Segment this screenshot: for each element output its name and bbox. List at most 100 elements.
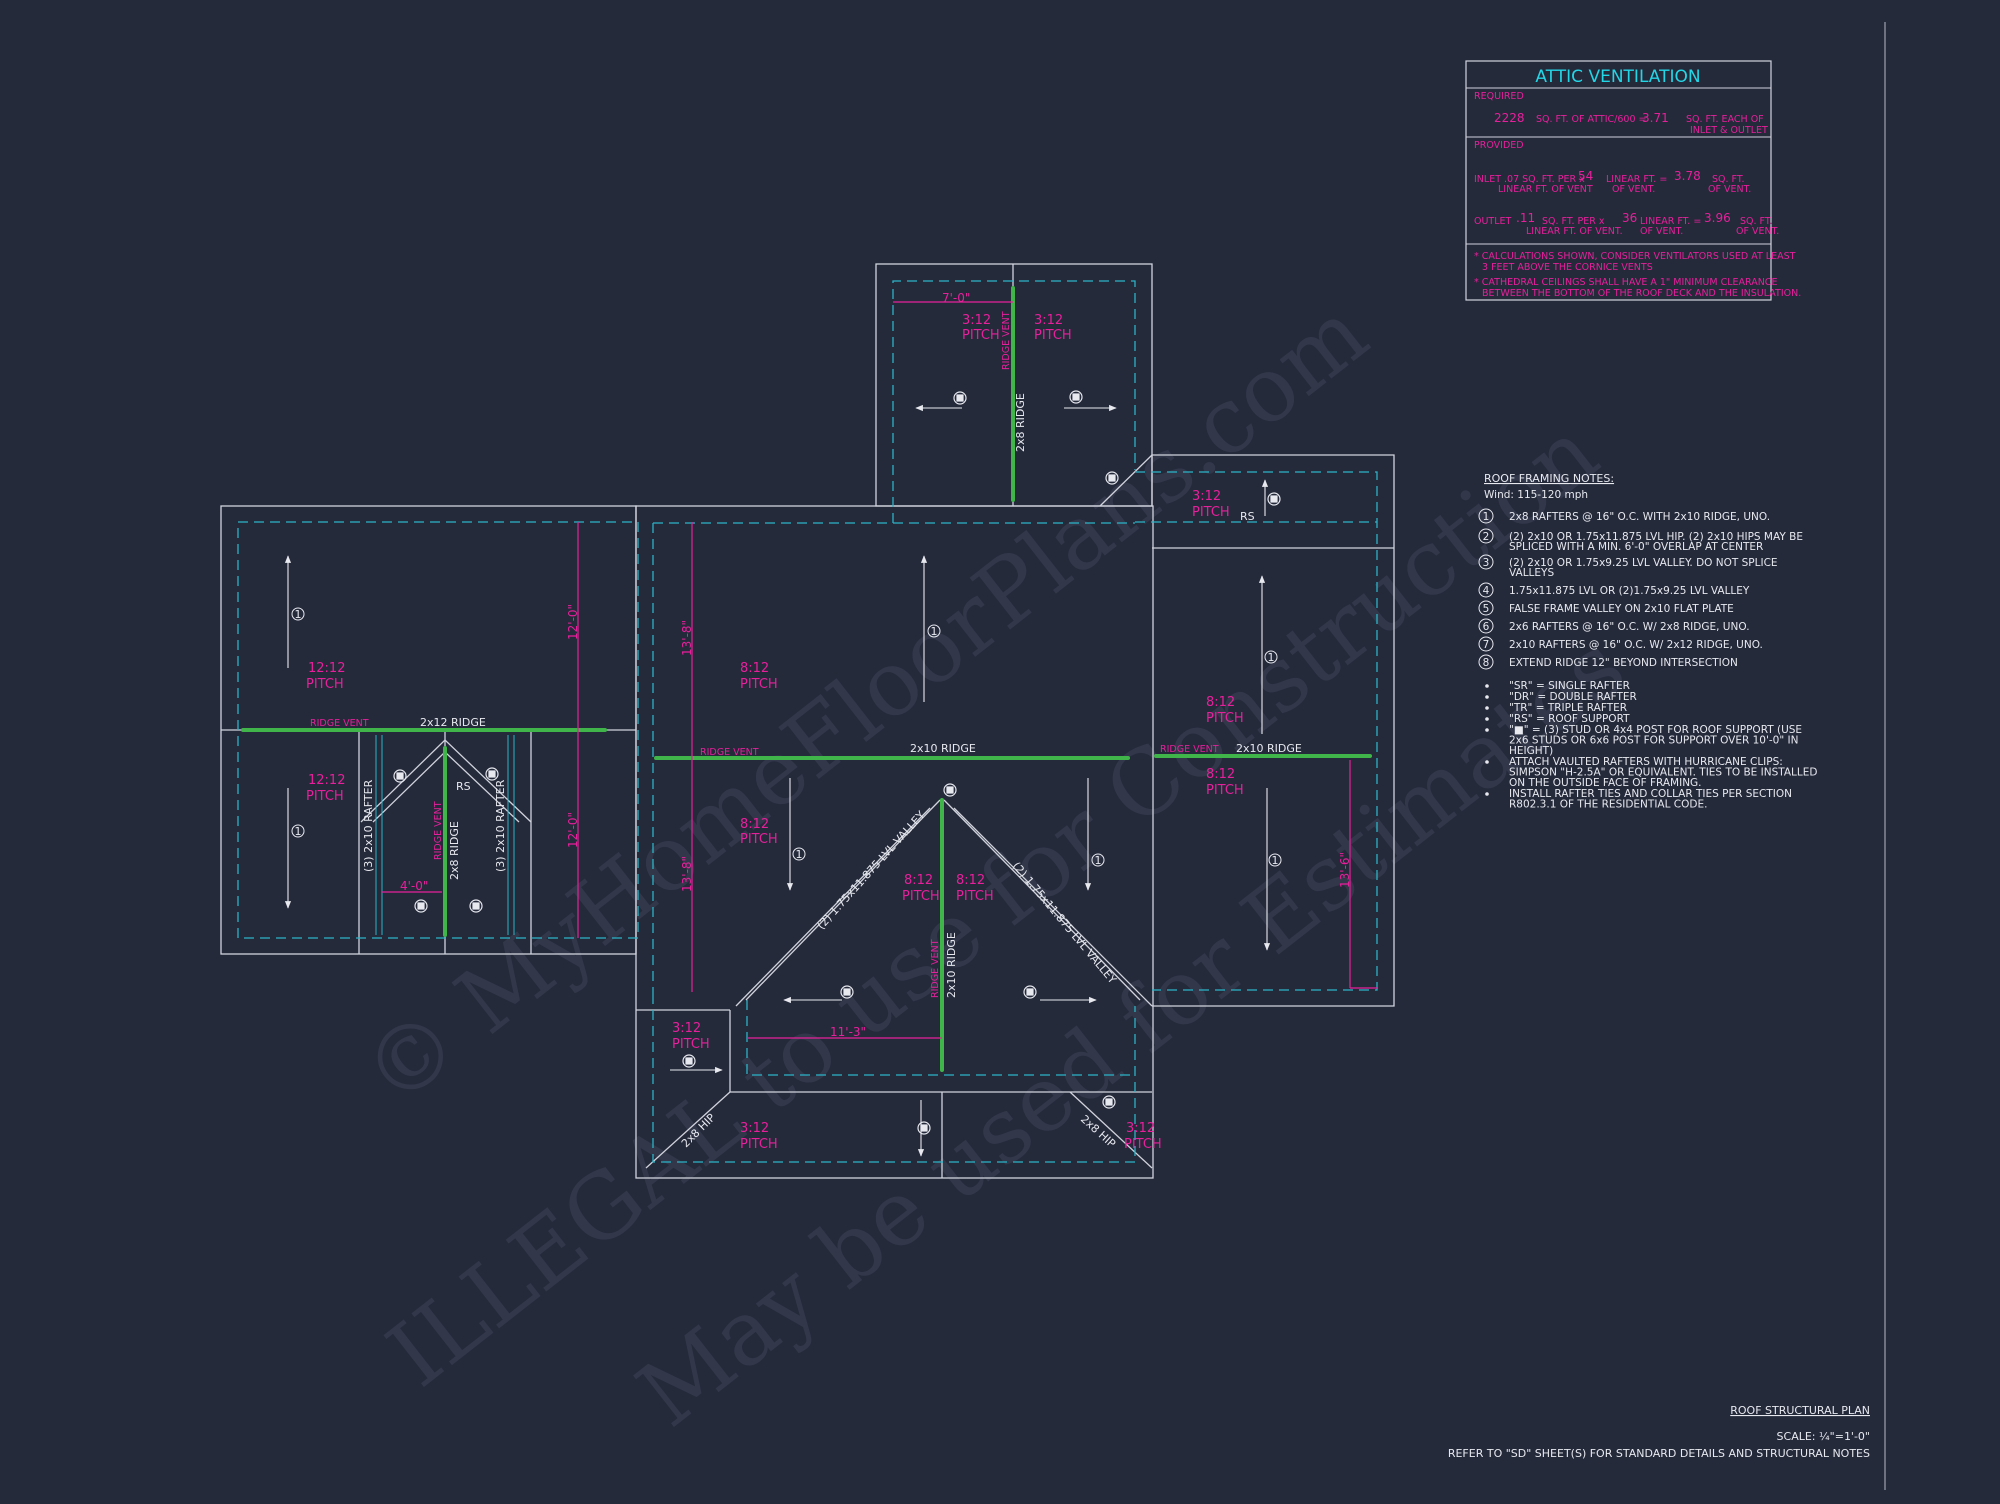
svg-text:1: 1 [931,625,938,638]
svg-text:1: 1 [796,848,803,861]
ventilation-inlet-unit1: SQ. FT. [1712,174,1745,185]
center-hip-right [1069,1091,1153,1169]
center-upper-pitch: 8:12 [740,661,769,676]
dimension-lines [382,301,1377,1039]
note-number-circle [1478,528,1494,544]
bottom-right-pitch: 3:12 [1126,1121,1155,1136]
title-block: ROOF STRUCTURAL PLAN SCALE: ¼"=1'-0" REF… [1448,1404,1870,1460]
ventilation-attic-area: 2228 [1494,111,1525,125]
bullet-text: SIMPSON "H-2.5A" OR EQUIVALENT. TIES TO … [1509,767,1817,779]
gable2-pitch-right-word: PITCH [956,889,994,904]
note-item-2: 2(2) 2x10 OR 1.75x11.875 LVL HIP. (2) 2x… [1478,528,1803,553]
ventilation-outlet-text1: OUTLET [1474,216,1512,227]
note-bullet-1: "SR" = SINGLE RAFTER [1485,680,1630,692]
gable-dim-label: 4'-0" [400,879,428,893]
ventilation-note1b: 3 FEET ABOVE THE CORNICE VENTS [1482,262,1653,273]
sheet-title: ROOF STRUCTURAL PLAN [1730,1404,1870,1417]
ventilation-outlet-text2: SQ. FT. PER x [1542,216,1605,227]
left-lower-pitch: 12:12 [308,773,345,788]
note-text-continued: VALLEYS [1509,567,1554,579]
ventilation-outlet-rate: .11 [1516,211,1535,225]
note-number: 1 [1483,511,1490,523]
bullet-text: ATTACH VAULTED RAFTERS WITH HURRICANE CL… [1509,756,1783,768]
bullet-text: "■" = (3) STUD OR 4x4 POST FOR ROOF SUPP… [1509,724,1802,736]
sheet-refer-note: REFER TO "SD" SHEET(S) FOR STANDARD DETA… [1448,1447,1870,1460]
top-dim-label: 7'-0" [942,291,970,305]
roof-support-4 [1267,492,1281,506]
center-wing-eave-dash [652,522,1135,994]
note-marker-3: 1 [927,624,941,638]
roof-support-14 [1102,1095,1116,1109]
top-pitch-left-word: PITCH [962,328,1000,343]
center-ridge-label: 2x10 RIDGE [910,742,976,755]
right-lower-pitch: 8:12 [1206,767,1235,782]
bullet-text: "DR" = DOUBLE RAFTER [1509,691,1637,703]
valley-left-line-2 [745,799,941,1001]
note-text: 2x8 RAFTERS @ 16" O.C. WITH 2x10 RIDGE, … [1509,511,1770,523]
gable2-ridge-label: 2x10 RIDGE [945,932,958,998]
right-dim-label: 13'-6" [1338,852,1352,888]
note-marker-4: 1 [792,847,806,861]
roof-supports [393,390,1281,1135]
top-ridge-vent-label: RIDGE VENT [1001,311,1012,370]
ridge-vents [241,286,1372,1072]
bullet-text: "RS" = ROOF SUPPORT [1509,713,1630,725]
roof-support-8 [469,899,483,913]
ventilation-inlet-lf-text2: OF VENT. [1612,184,1655,195]
bullet-text: 2x6 STUDS OR 6x6 POST FOR SUPPORT OVER 1… [1509,735,1798,747]
bottom-pitch-word: PITCH [740,1137,778,1152]
svg-text:1: 1 [295,608,302,621]
roof-support-12 [682,1054,696,1068]
ventilation-inlet-text1: INLET .07 SQ. FT. PER x [1474,174,1585,185]
right-upper-pitch-word: PITCH [1206,711,1244,726]
ventilation-outlet-unit1: SQ. FT. [1740,216,1773,227]
bullet-dot [1485,684,1489,688]
note-marker-5: 1 [1091,853,1105,867]
right-top-pitch-word: PITCH [1192,505,1230,520]
ventilation-required-label: REQUIRED [1474,91,1524,102]
bottom-right-pitch-word: PITCH [1124,1137,1162,1152]
top-ridge-label: 2x8 RIDGE [1014,393,1027,452]
left-gable-triangle [360,739,532,823]
roof-support-2 [1069,390,1083,404]
roof-support-10 [840,985,854,999]
left-lower-pitch-word: PITCH [306,789,344,804]
eave-dash-lines [237,280,1378,1163]
right-top-pitch: 3:12 [1192,489,1221,504]
svg-text:1: 1 [1268,651,1275,664]
note-number-circle [1478,582,1494,598]
valley-right-line-2 [943,799,1141,1001]
top-pitch-left: 3:12 [962,313,991,328]
note-item-1: 1 2x8 RAFTERS @ 16" O.C. WITH 2x10 RIDGE,… [1478,508,1770,524]
right-wing-diag [1099,454,1153,507]
ventilation-outlet-unit2: OF VENT. [1736,226,1779,237]
ventilation-note2b: BETWEEN THE BOTTOM OF THE ROOF DECK AND … [1482,288,1801,299]
right-ridge-vent-label: RIDGE VENT [1160,744,1219,755]
bullet-text: "SR" = SINGLE RAFTER [1509,680,1630,692]
center-upper-pitch-word: PITCH [740,677,778,692]
note-number-circle [1478,618,1494,634]
note-marker-6: 1 [1264,650,1278,664]
svg-text:1: 1 [1272,854,1279,867]
watermark: © MyHomeFloorPlans.com ILLEGAL to use fo… [344,280,1644,1447]
ventilation-inlet-unit2: OF VENT. [1708,184,1751,195]
ventilation-outlet-value: 3.96 [1704,211,1731,225]
left-ridge-label: 2x12 RIDGE [420,716,486,729]
ventilation-inlet-value: 3.78 [1674,169,1701,183]
right-rs-label: RS [1240,510,1255,523]
gable-rs-label: RS [456,780,471,793]
bullet-dot [1485,728,1489,732]
ventilation-note1a: * CALCULATIONS SHOWN, CONSIDER VENTILATO… [1474,251,1796,262]
note-text-continued: SPLICED WITH A MIN. 6'-0" OVERLAP AT CEN… [1509,541,1763,553]
roof-support-6 [485,767,499,781]
gable2-pitch-right: 8:12 [956,873,985,888]
note-text: EXTEND RIDGE 12" BEYOND INTERSECTION [1509,657,1738,669]
note-bullet-3: "TR" = TRIPLE RAFTER [1485,702,1627,714]
